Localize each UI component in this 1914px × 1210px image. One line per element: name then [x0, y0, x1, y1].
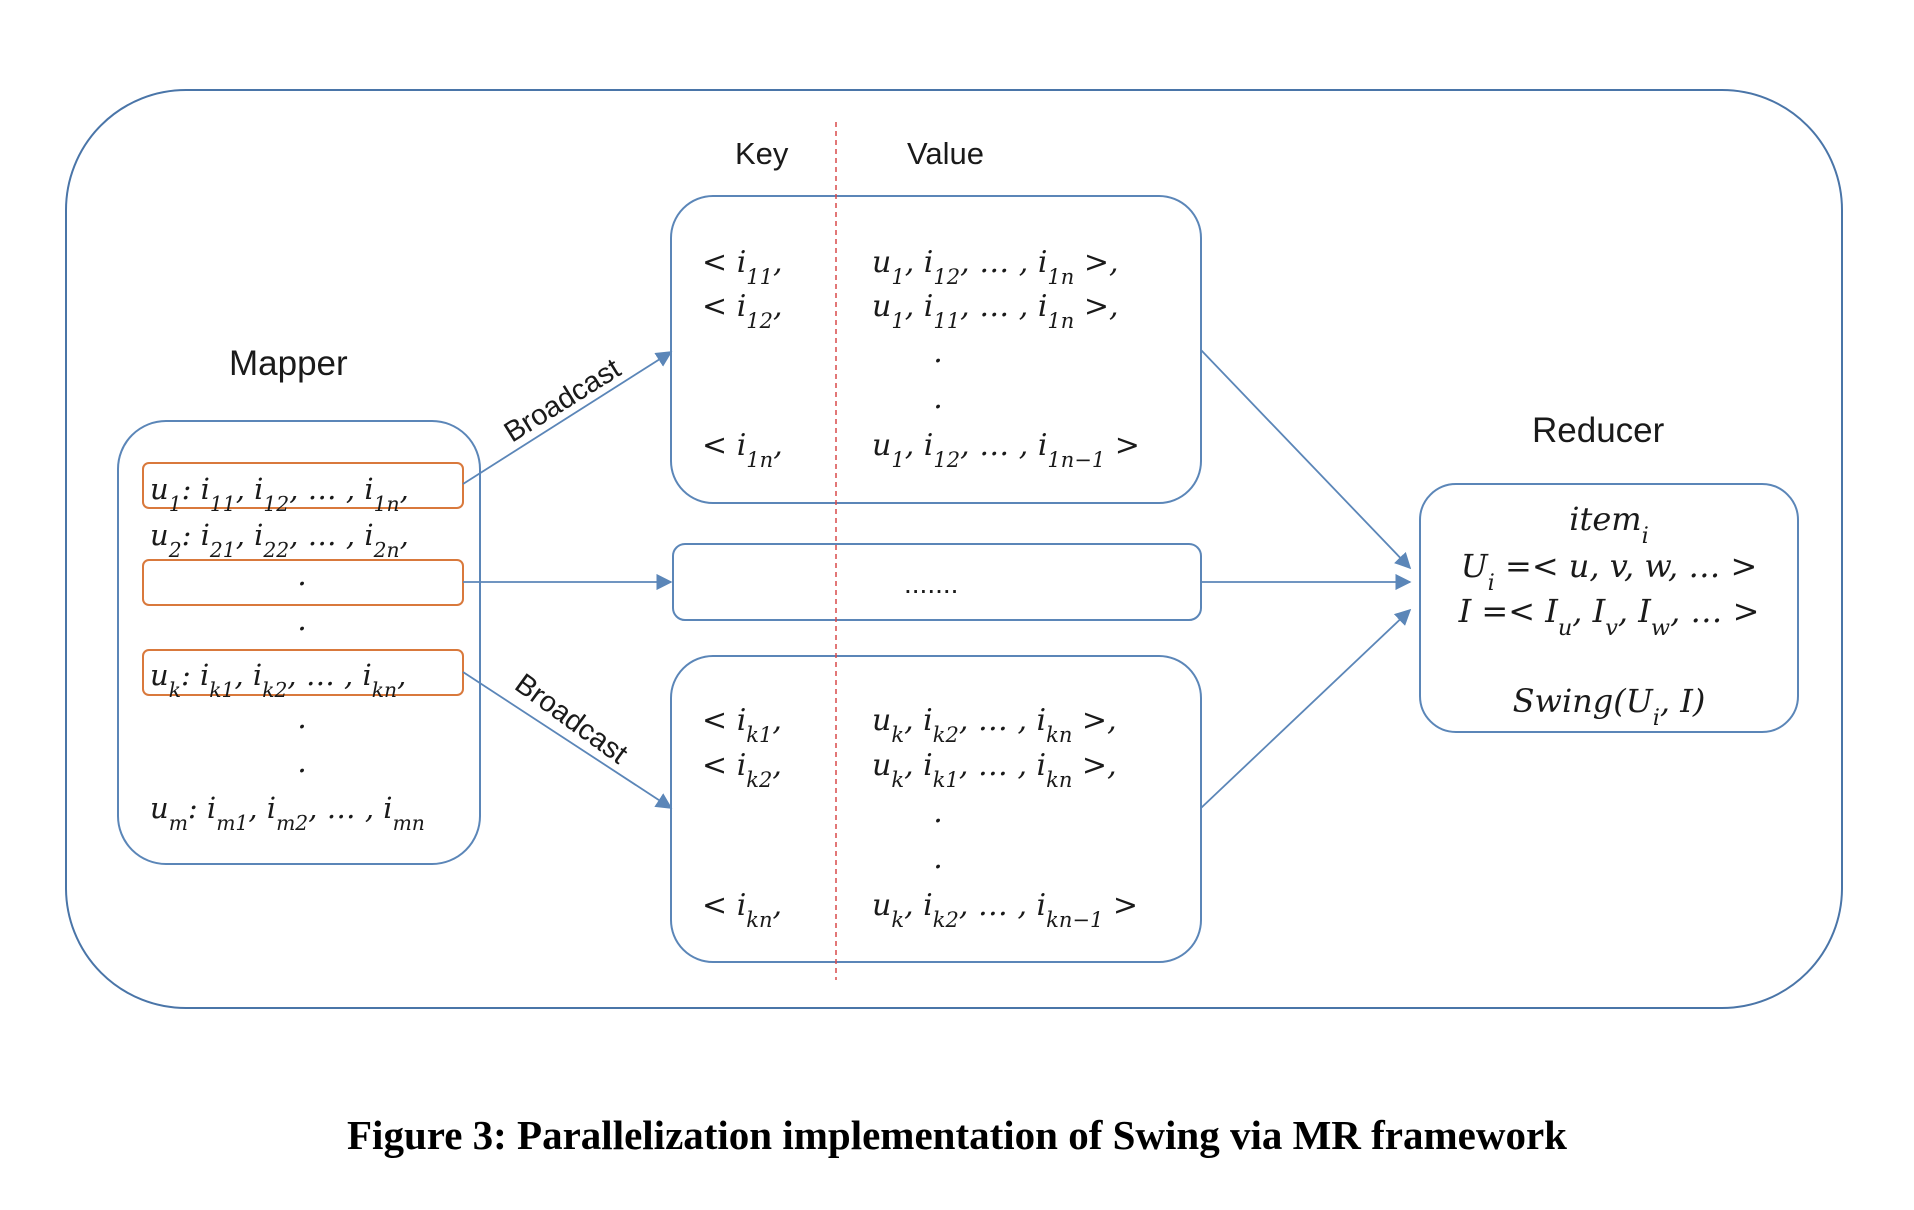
value-header: Value [907, 136, 984, 171]
kv-key: < i11, [702, 245, 783, 289]
outer-frame [65, 89, 1843, 1009]
kv-dot: . [933, 381, 943, 416]
arrow-mapper-to-top [462, 351, 673, 485]
key-header: Key [735, 136, 789, 171]
reducer-item: itemi [1569, 500, 1649, 549]
mapper-dot: . [297, 558, 307, 593]
figure-caption: Figure 3: Parallelization implementation… [347, 1112, 1567, 1158]
kv-value: uk, ik1, … , ikn >, [872, 748, 1117, 792]
top-kv-rows: < i11,< i12,< i1n,u1, i12, … , i1n >,u1,… [702, 245, 1140, 472]
mapper-dot: . [297, 701, 307, 736]
bottom-kv-box [670, 655, 1202, 963]
kv-key: < ik1, [702, 703, 782, 747]
mapper-box [117, 420, 481, 865]
mapper-dot: . [297, 745, 307, 780]
kv-value: u1, i12, … , i1n−1 > [872, 428, 1140, 472]
kv-value: uk, ik2, … , ikn−1 > [872, 888, 1138, 932]
kv-value: uk, ik2, … , ikn >, [872, 703, 1117, 747]
bottom-kv-rows: < ik1,< ik2,< ikn,uk, ik2, … , ikn >,uk,… [702, 703, 1138, 932]
arrow-mapper-to-bottom [462, 671, 673, 809]
kv-dot: . [933, 841, 943, 876]
top-kv-box [670, 195, 1202, 504]
middle-ellipsis: ....... [904, 568, 958, 599]
kv-dot: . [933, 335, 943, 370]
kv-key: < i12, [702, 289, 783, 333]
reducer-itemsets: I =< Iu, Iv, Iw, … > [1458, 592, 1760, 641]
kv-dot: . [933, 795, 943, 830]
broadcast-label-top: Broadcast [499, 353, 627, 449]
reducer-users: Ui =< u, v, w, … > [1461, 547, 1758, 596]
mapper-row: u2: i21, i22, … , i2n, [150, 518, 409, 562]
mapper-row-highlight-1 [142, 462, 464, 509]
mapper-row: u1: i11, i12, … , i1n, [150, 472, 409, 516]
broadcast-label-bottom: Broadcast [509, 668, 633, 771]
mapper-rows: u1: i11, i12, … , i1n,u2: i21, i22, … , … [150, 472, 425, 835]
mapper-dot: . [297, 603, 307, 638]
mapper-title: Mapper [229, 344, 348, 383]
arrow-top-to-reducer [1200, 349, 1412, 570]
arrow-bottom-to-reducer [1200, 608, 1412, 809]
kv-key: < ikn, [702, 888, 782, 932]
kv-value: u1, i11, … , i1n >, [872, 289, 1119, 333]
mapper-row: uk: ik1, ik2, … , ikn, [150, 658, 406, 702]
kv-value: u1, i12, … , i1n >, [872, 245, 1119, 289]
reducer-box [1419, 483, 1799, 733]
mapper-row: um: im1, im2, … , imn [150, 791, 425, 835]
reducer-title: Reducer [1532, 411, 1665, 450]
kv-key: < ik2, [702, 748, 782, 792]
kv-key: < i1n, [702, 428, 783, 472]
reducer-swing: Swing(Ui, I) [1513, 682, 1706, 731]
